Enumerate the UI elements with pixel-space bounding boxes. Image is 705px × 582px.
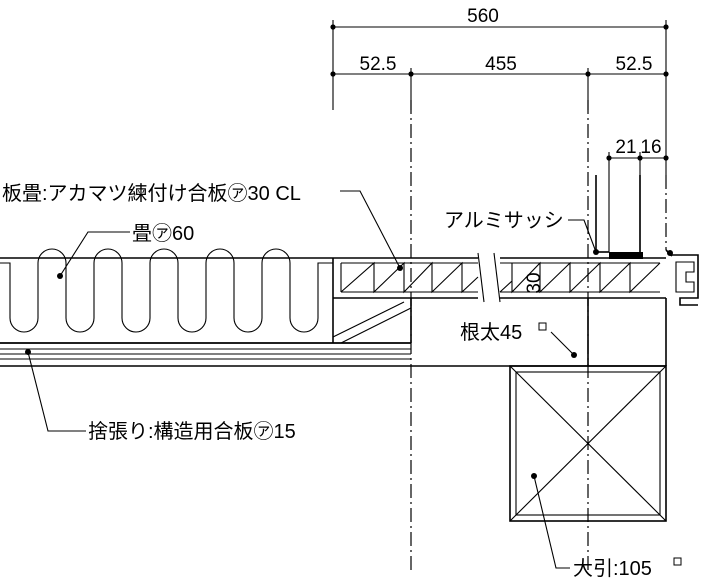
aluminum-sash	[595, 175, 699, 306]
dim-sash-b: 16	[640, 137, 661, 158]
tatami-60	[0, 248, 333, 344]
dimension-lines	[330, 20, 669, 252]
neda-45	[587, 298, 667, 366]
dim-vertical-30: 30	[524, 272, 545, 293]
square-mark-icon	[538, 322, 547, 331]
label-sutebari: 捨張り:構造用合板㋐15	[88, 420, 296, 443]
dim-sash-a: 21	[615, 137, 636, 158]
board-floor-30	[332, 252, 666, 344]
label-itatatami: 板畳:アカマツ練付け合板㋐30 CL	[2, 182, 301, 205]
label-ohbiki: 大引:105	[573, 557, 652, 580]
label-aluminum-sash: アルミサッシ	[444, 210, 564, 232]
leaders	[25, 190, 673, 569]
ohbiki-105	[509, 365, 667, 522]
label-tatami: 畳㋐60	[132, 222, 194, 245]
dim-overall: 560	[467, 6, 499, 27]
label-neda: 根太45	[460, 321, 522, 344]
dim-left-margin: 52.5	[360, 54, 397, 75]
square-mark-icon	[673, 557, 682, 566]
center-lines	[410, 100, 667, 570]
dim-right-margin: 52.5	[616, 54, 653, 75]
dim-center-span: 455	[485, 54, 517, 75]
